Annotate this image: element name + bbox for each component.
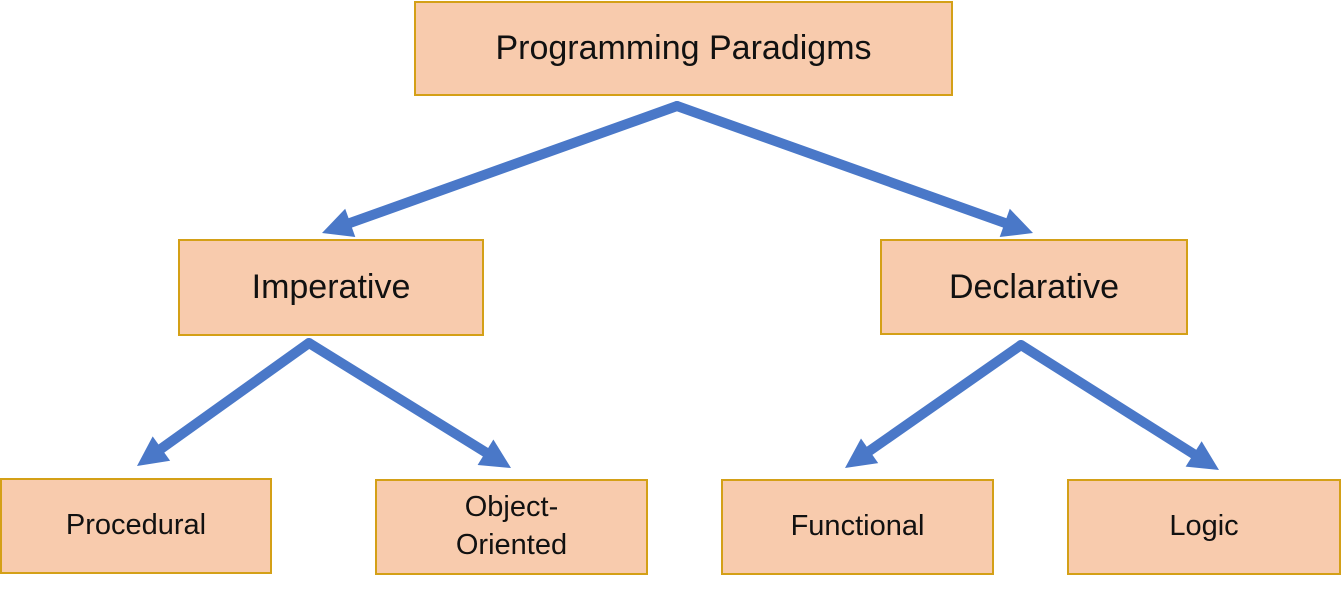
- arrow-declarative-to-functional: [862, 340, 1026, 457]
- arrowhead-imperative-to-procedural: [137, 436, 171, 466]
- node-programming-paradigms: Programming Paradigms: [414, 1, 953, 96]
- node-imperative: Imperative: [178, 239, 484, 336]
- node-object-oriented: Object- Oriented: [375, 479, 648, 575]
- node-procedural: Procedural: [0, 478, 272, 574]
- node-label: Imperative: [251, 268, 411, 307]
- node-declarative: Declarative: [880, 239, 1188, 335]
- arrow-declarative-to-logic: [1016, 340, 1201, 461]
- arrow-root-to-declarative: [672, 101, 1012, 229]
- node-label: Object- Oriented: [455, 491, 568, 561]
- arrow-imperative-to-oop: [304, 338, 493, 459]
- arrowhead-imperative-to-oop: [477, 439, 511, 468]
- arrowhead-root-to-imperative: [322, 208, 356, 238]
- arrowhead-declarative-to-logic: [1185, 441, 1219, 470]
- node-label: Logic: [1169, 510, 1239, 543]
- node-functional: Functional: [721, 479, 994, 575]
- arrow-root-to-imperative: [343, 101, 682, 229]
- arrowhead-declarative-to-functional: [845, 438, 879, 468]
- arrow-imperative-to-procedural: [154, 338, 314, 455]
- arrowhead-root-to-declarative: [999, 208, 1033, 238]
- node-logic: Logic: [1067, 479, 1341, 575]
- node-label: Functional: [790, 510, 925, 543]
- node-label: Programming Paradigms: [495, 29, 872, 68]
- node-label: Procedural: [65, 509, 207, 542]
- node-label: Declarative: [948, 267, 1120, 306]
